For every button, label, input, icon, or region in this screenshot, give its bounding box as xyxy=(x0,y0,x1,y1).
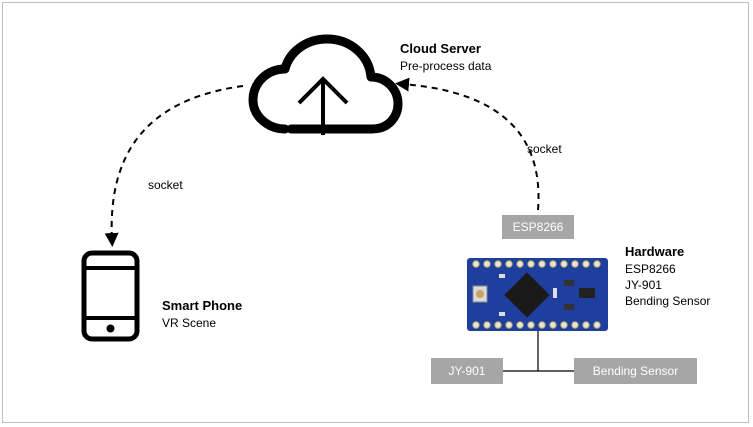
header-pin xyxy=(472,321,480,329)
header-pin xyxy=(494,321,502,329)
header-pin xyxy=(483,260,491,268)
header-pin xyxy=(483,321,491,329)
header-pin xyxy=(494,260,502,268)
header-pin xyxy=(582,260,590,268)
cloud-upload-icon xyxy=(248,34,403,135)
cloud-subtitle: Pre-process data xyxy=(400,59,492,73)
header-pin xyxy=(505,321,513,329)
header-pin xyxy=(593,321,601,329)
header-pin xyxy=(571,260,579,268)
hardware-line-bending-sensor: Bending Sensor xyxy=(625,294,711,308)
phone-title: Smart Phone xyxy=(162,298,243,313)
right-socket-label: socket xyxy=(527,142,562,156)
left-socket-label: socket xyxy=(148,178,183,192)
hardware-title: Hardware xyxy=(625,244,685,259)
bending-sensor-tag: Bending Sensor xyxy=(574,358,697,384)
header-pin xyxy=(527,321,535,329)
hardware-line-esp8266: ESP8266 xyxy=(625,262,676,276)
header-pin xyxy=(571,321,579,329)
phone-subtitle: VR Scene xyxy=(162,316,217,330)
esp8266-tag: ESP8266 xyxy=(502,215,574,239)
header-pin xyxy=(505,260,513,268)
header-pin xyxy=(560,321,568,329)
header-pin xyxy=(516,321,524,329)
header-pin xyxy=(538,321,546,329)
header-pin xyxy=(527,260,535,268)
cloud-title: Cloud Server xyxy=(400,41,481,56)
header-pin xyxy=(516,260,524,268)
esp-to-cloud-connector xyxy=(395,77,540,211)
header-pin xyxy=(538,260,546,268)
hardware-line-jy901: JY-901 xyxy=(625,278,662,292)
header-pin xyxy=(582,321,590,329)
header-pin xyxy=(472,260,480,268)
header-pin xyxy=(593,260,601,268)
arduino-board-image xyxy=(467,258,608,331)
header-pin xyxy=(549,260,557,268)
header-pin xyxy=(549,321,557,329)
diagram-frame xyxy=(2,2,749,423)
cloud-to-phone-connector xyxy=(104,85,244,247)
header-pin xyxy=(560,260,568,268)
jy901-tag: JY-901 xyxy=(431,358,503,384)
smartphone-icon xyxy=(81,250,140,342)
